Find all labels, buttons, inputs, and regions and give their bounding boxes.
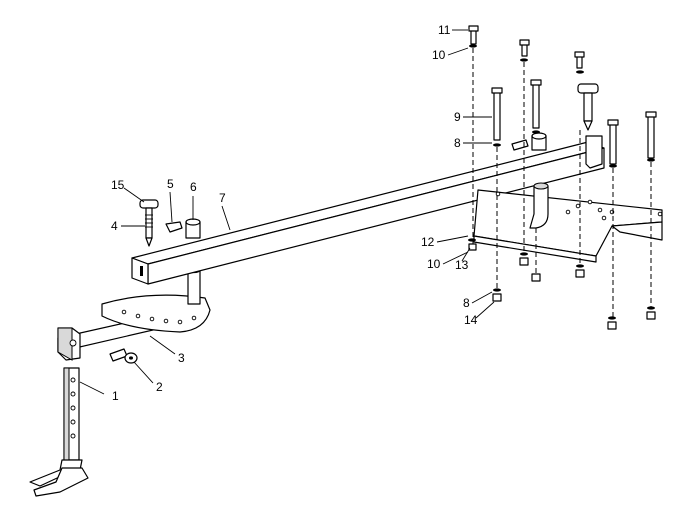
callout-label: 10 <box>432 48 446 62</box>
callout-label: 9 <box>454 110 461 124</box>
bolt-a <box>491 87 503 141</box>
small-bolt-top-mid <box>519 39 530 57</box>
base-plate <box>473 182 663 263</box>
upper-t-handle-pin <box>577 83 599 131</box>
callout-label: 11 <box>438 23 451 37</box>
callout-label: 12 <box>421 235 435 249</box>
callout-label: 14 <box>464 313 478 327</box>
bolt-d <box>645 111 657 159</box>
callout-label: 8 <box>463 296 470 310</box>
callout-label: 13 <box>455 258 469 272</box>
callout-label: 2 <box>156 380 163 394</box>
upper-bushing <box>511 132 547 151</box>
assembly-lines <box>472 48 652 318</box>
callout-label: 6 <box>190 180 197 194</box>
main-beam <box>131 135 605 285</box>
callout-label: 10 <box>427 257 441 271</box>
callout-label: 15 <box>111 178 125 192</box>
leader-lines <box>79 29 495 395</box>
callout-label: 5 <box>167 177 174 191</box>
hitch-post <box>29 367 89 497</box>
callout-label: 3 <box>178 351 185 365</box>
bolt-b <box>530 79 542 129</box>
callout-label: 4 <box>111 219 118 233</box>
callout-label: 8 <box>454 136 461 150</box>
small-bolt-top-right <box>574 51 585 69</box>
lower-arm-assembly <box>57 266 211 361</box>
clip <box>165 221 183 233</box>
callout-label: 1 <box>112 389 119 403</box>
nuts <box>468 243 656 330</box>
bolt-c <box>607 119 619 165</box>
washers <box>468 44 655 320</box>
small-bolt-11 <box>468 25 479 45</box>
lower-pin <box>109 348 138 364</box>
callout-label: 7 <box>219 191 226 205</box>
t-handle-pin <box>139 199 159 247</box>
bushing <box>185 218 201 239</box>
